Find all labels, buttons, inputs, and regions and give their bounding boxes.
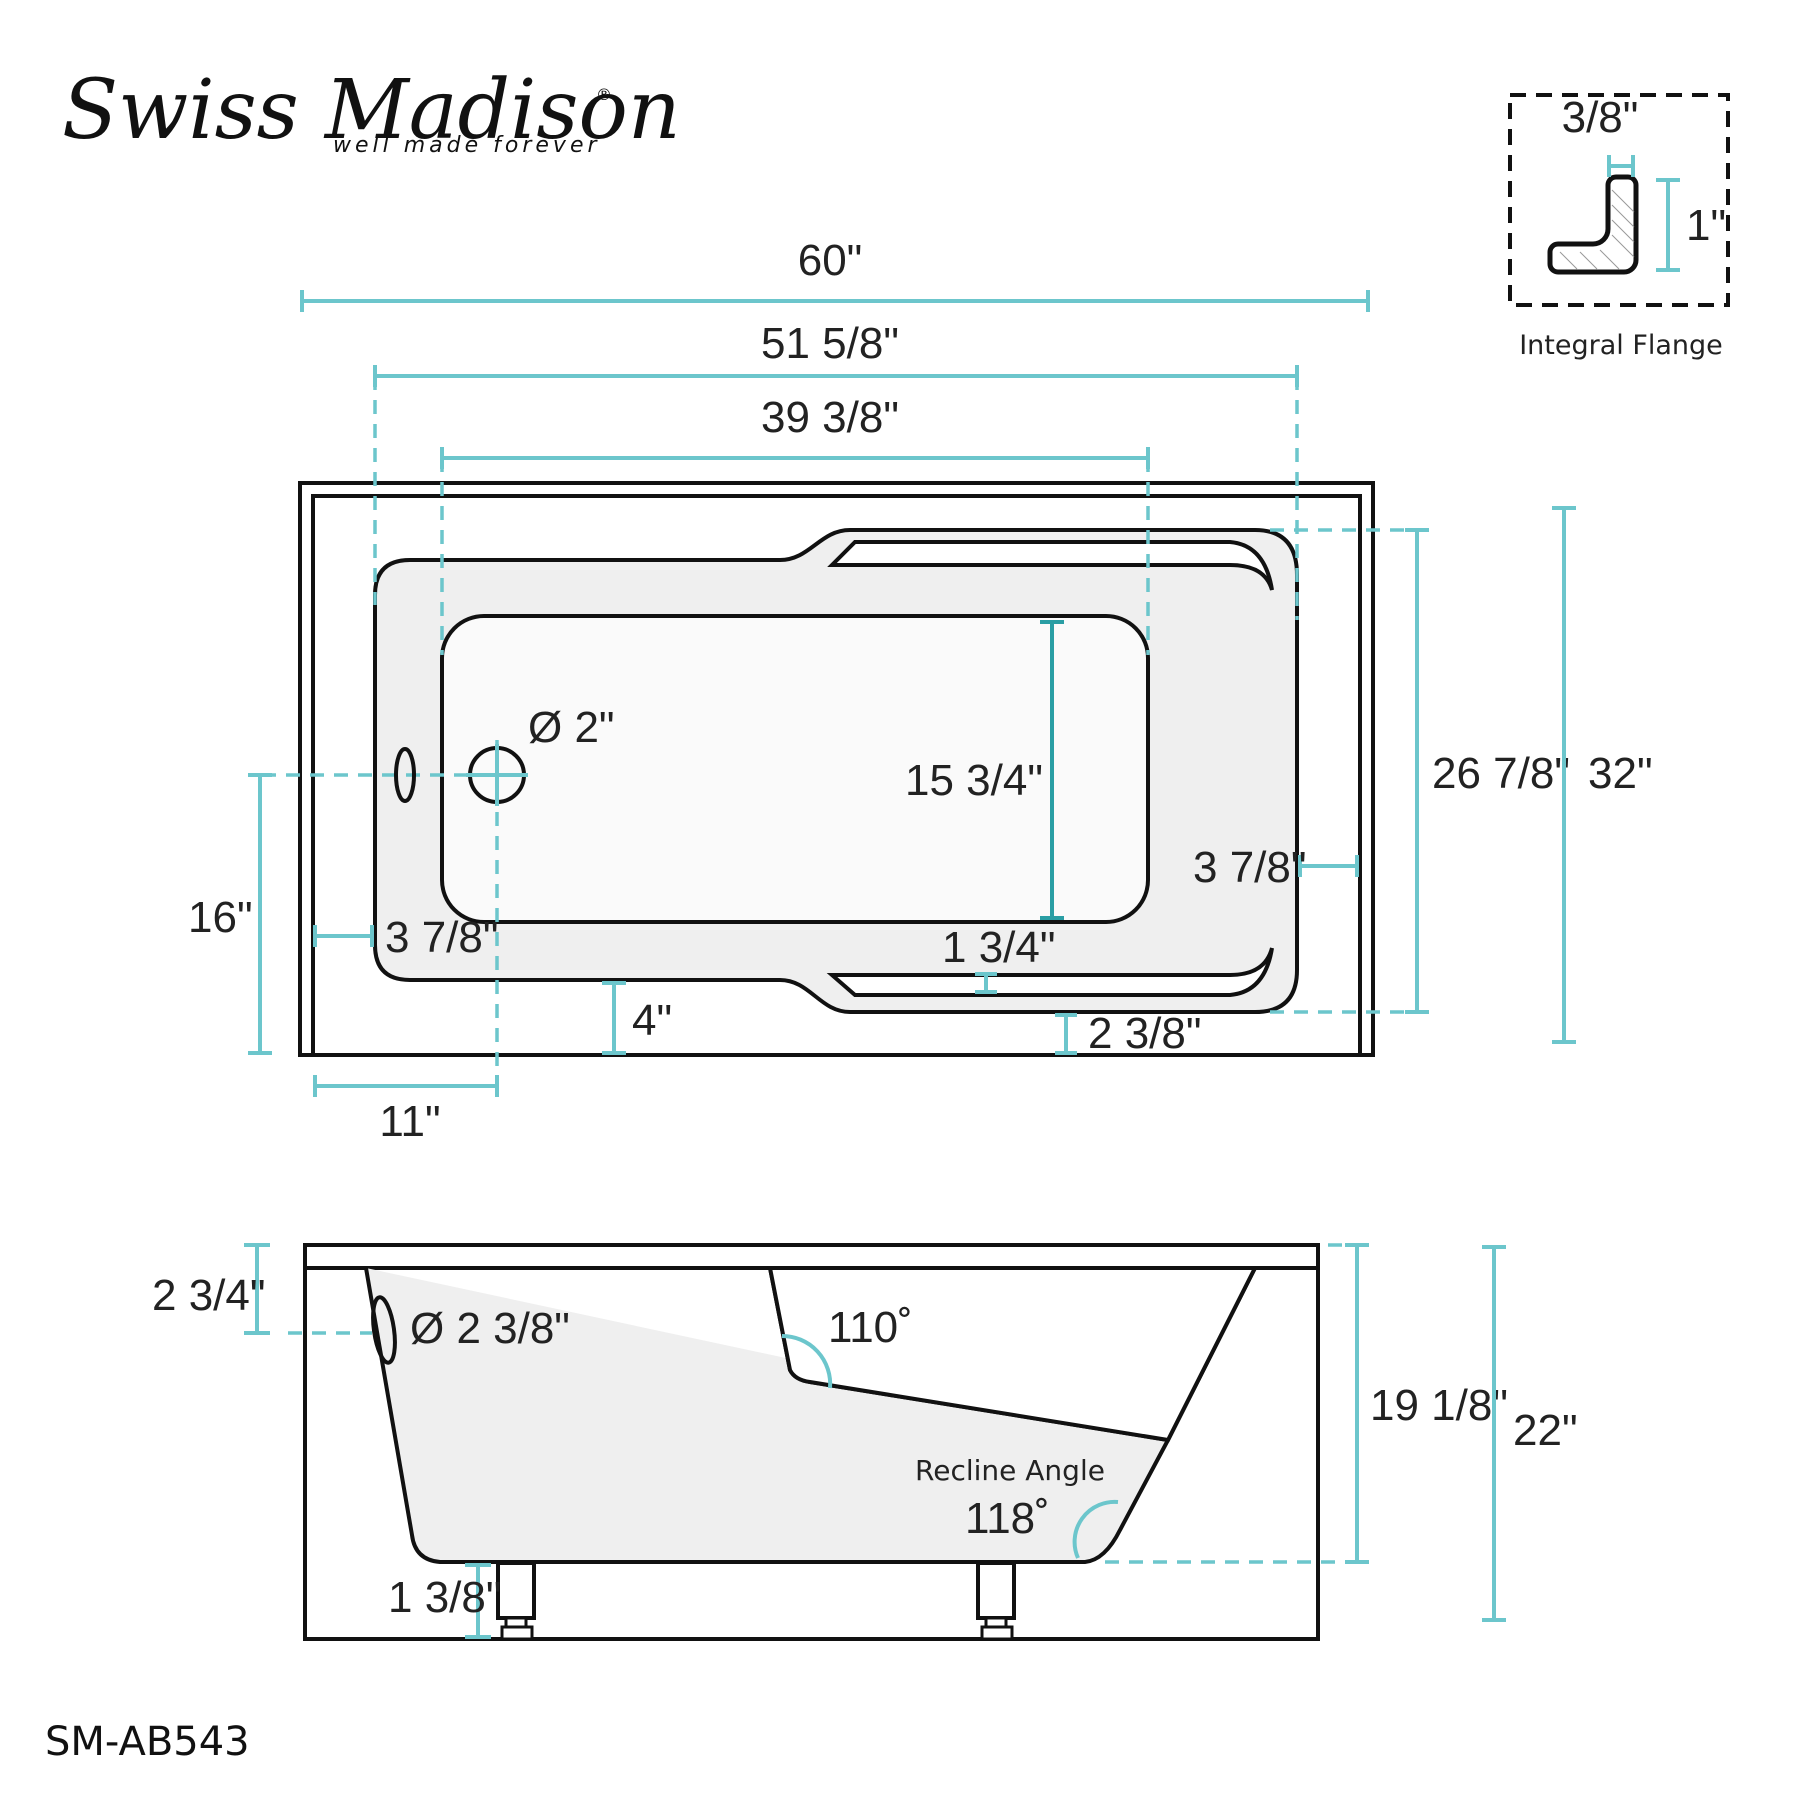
flange-detail-frame	[1508, 93, 1730, 307]
bottom-width-label: 15 3/4"	[905, 756, 1043, 805]
extension-lines-top	[373, 376, 1299, 655]
armrest-gap-line	[975, 972, 997, 994]
overall-length-line	[300, 290, 1370, 312]
drain-from-end-line	[313, 1075, 499, 1097]
registered-mark: ®	[596, 85, 612, 104]
model-number: SM-AB543	[45, 1719, 250, 1765]
overflow-diameter-label: Ø 2 3/8"	[410, 1304, 570, 1353]
right-rim-offset-line	[1298, 855, 1359, 877]
armrest-gap-label: 1 3/4"	[942, 923, 1055, 972]
brand-name: Swiss Madison	[62, 63, 681, 158]
rim-inner-length-line	[373, 365, 1299, 387]
backrest-angle-arc	[781, 1333, 833, 1389]
overflow-from-top-label: 2 3/4"	[152, 1271, 265, 1320]
left-rim-offset-label: 3 7/8"	[385, 913, 498, 962]
bottom-length-label: 39 3/8"	[761, 393, 899, 442]
rim-inner-width-line	[1405, 528, 1429, 1014]
tub-bottom-basin	[440, 614, 1150, 924]
support-leg-left	[496, 1561, 536, 1641]
drain-diameter-label: Ø 2"	[528, 703, 615, 752]
side-view: 2 3/4" Ø 2 3/8" 1 3/8" 110˚ Recline Angl…	[152, 1243, 1578, 1641]
drain-from-front-line	[248, 773, 272, 1055]
rim-inner-length-label: 51 5/8"	[761, 319, 899, 368]
side-apron-frame	[303, 1243, 1320, 1641]
flange-height-label: 1"	[1686, 201, 1726, 250]
overall-length-label: 60"	[798, 236, 863, 285]
bottom-length-line	[440, 447, 1150, 469]
bottom-width-line	[1040, 620, 1064, 920]
left-rim-offset-line	[313, 925, 374, 947]
overflow-from-top-line	[244, 1243, 270, 1335]
support-leg-right	[976, 1561, 1016, 1641]
overflow-opening	[394, 747, 416, 803]
overall-width-label: 32"	[1588, 749, 1653, 798]
inner-depth-extension	[1105, 1243, 1365, 1564]
right-rim-offset-label: 3 7/8"	[1193, 843, 1306, 892]
drain-crosshair	[466, 744, 528, 806]
flange-thickness-label: 3/8"	[1562, 93, 1639, 142]
recline-angle-title: Recline Angle	[915, 1454, 1105, 1487]
inner-depth-line	[1345, 1243, 1369, 1564]
flange-thickness-marker	[1607, 155, 1635, 177]
flange-profile-shape	[1547, 174, 1639, 275]
drain-from-front-label: 16"	[188, 893, 253, 942]
recline-angle-arc	[1072, 1499, 1119, 1559]
overall-width-line	[1552, 506, 1576, 1044]
armrest-slot-bottom	[826, 947, 1274, 997]
backrest-region	[767, 1266, 1259, 1443]
leg-height-line	[465, 1563, 491, 1639]
armrest-slot-top	[827, 540, 1274, 591]
front-apron-offset-line	[602, 981, 626, 1055]
front-apron-offset-label: 4"	[632, 996, 672, 1045]
brand-tagline: well made forever	[333, 133, 601, 158]
backrest-angle-label: 110˚	[828, 1303, 913, 1352]
flange-height-marker	[1656, 178, 1680, 272]
integral-flange-detail: 3/8" 1" Integral Flange	[1508, 93, 1730, 361]
top-view: 60" 51 5/8" 39 3/8" Ø 2" 15 3/4" 16"	[188, 236, 1653, 1146]
overflow-opening-side	[371, 1295, 397, 1365]
extension-lines-right	[1270, 528, 1425, 1014]
front-offset-right-line	[1055, 1013, 1077, 1055]
rim-inner-width-label: 26 7/8"	[1432, 749, 1570, 798]
leg-height-label: 1 3/8"	[388, 1573, 501, 1622]
overall-height-line	[1482, 1245, 1506, 1622]
brand-logo: Swiss Madison ® well made forever	[62, 63, 681, 158]
drain-from-end-label: 11"	[379, 1097, 440, 1146]
front-offset-right-label: 2 3/8"	[1088, 1009, 1201, 1058]
flange-title: Integral Flange	[1519, 330, 1723, 361]
recline-angle-label: 118˚	[965, 1494, 1050, 1543]
overall-height-label: 22"	[1513, 1406, 1578, 1455]
inner-depth-label: 19 1/8"	[1370, 1381, 1508, 1430]
